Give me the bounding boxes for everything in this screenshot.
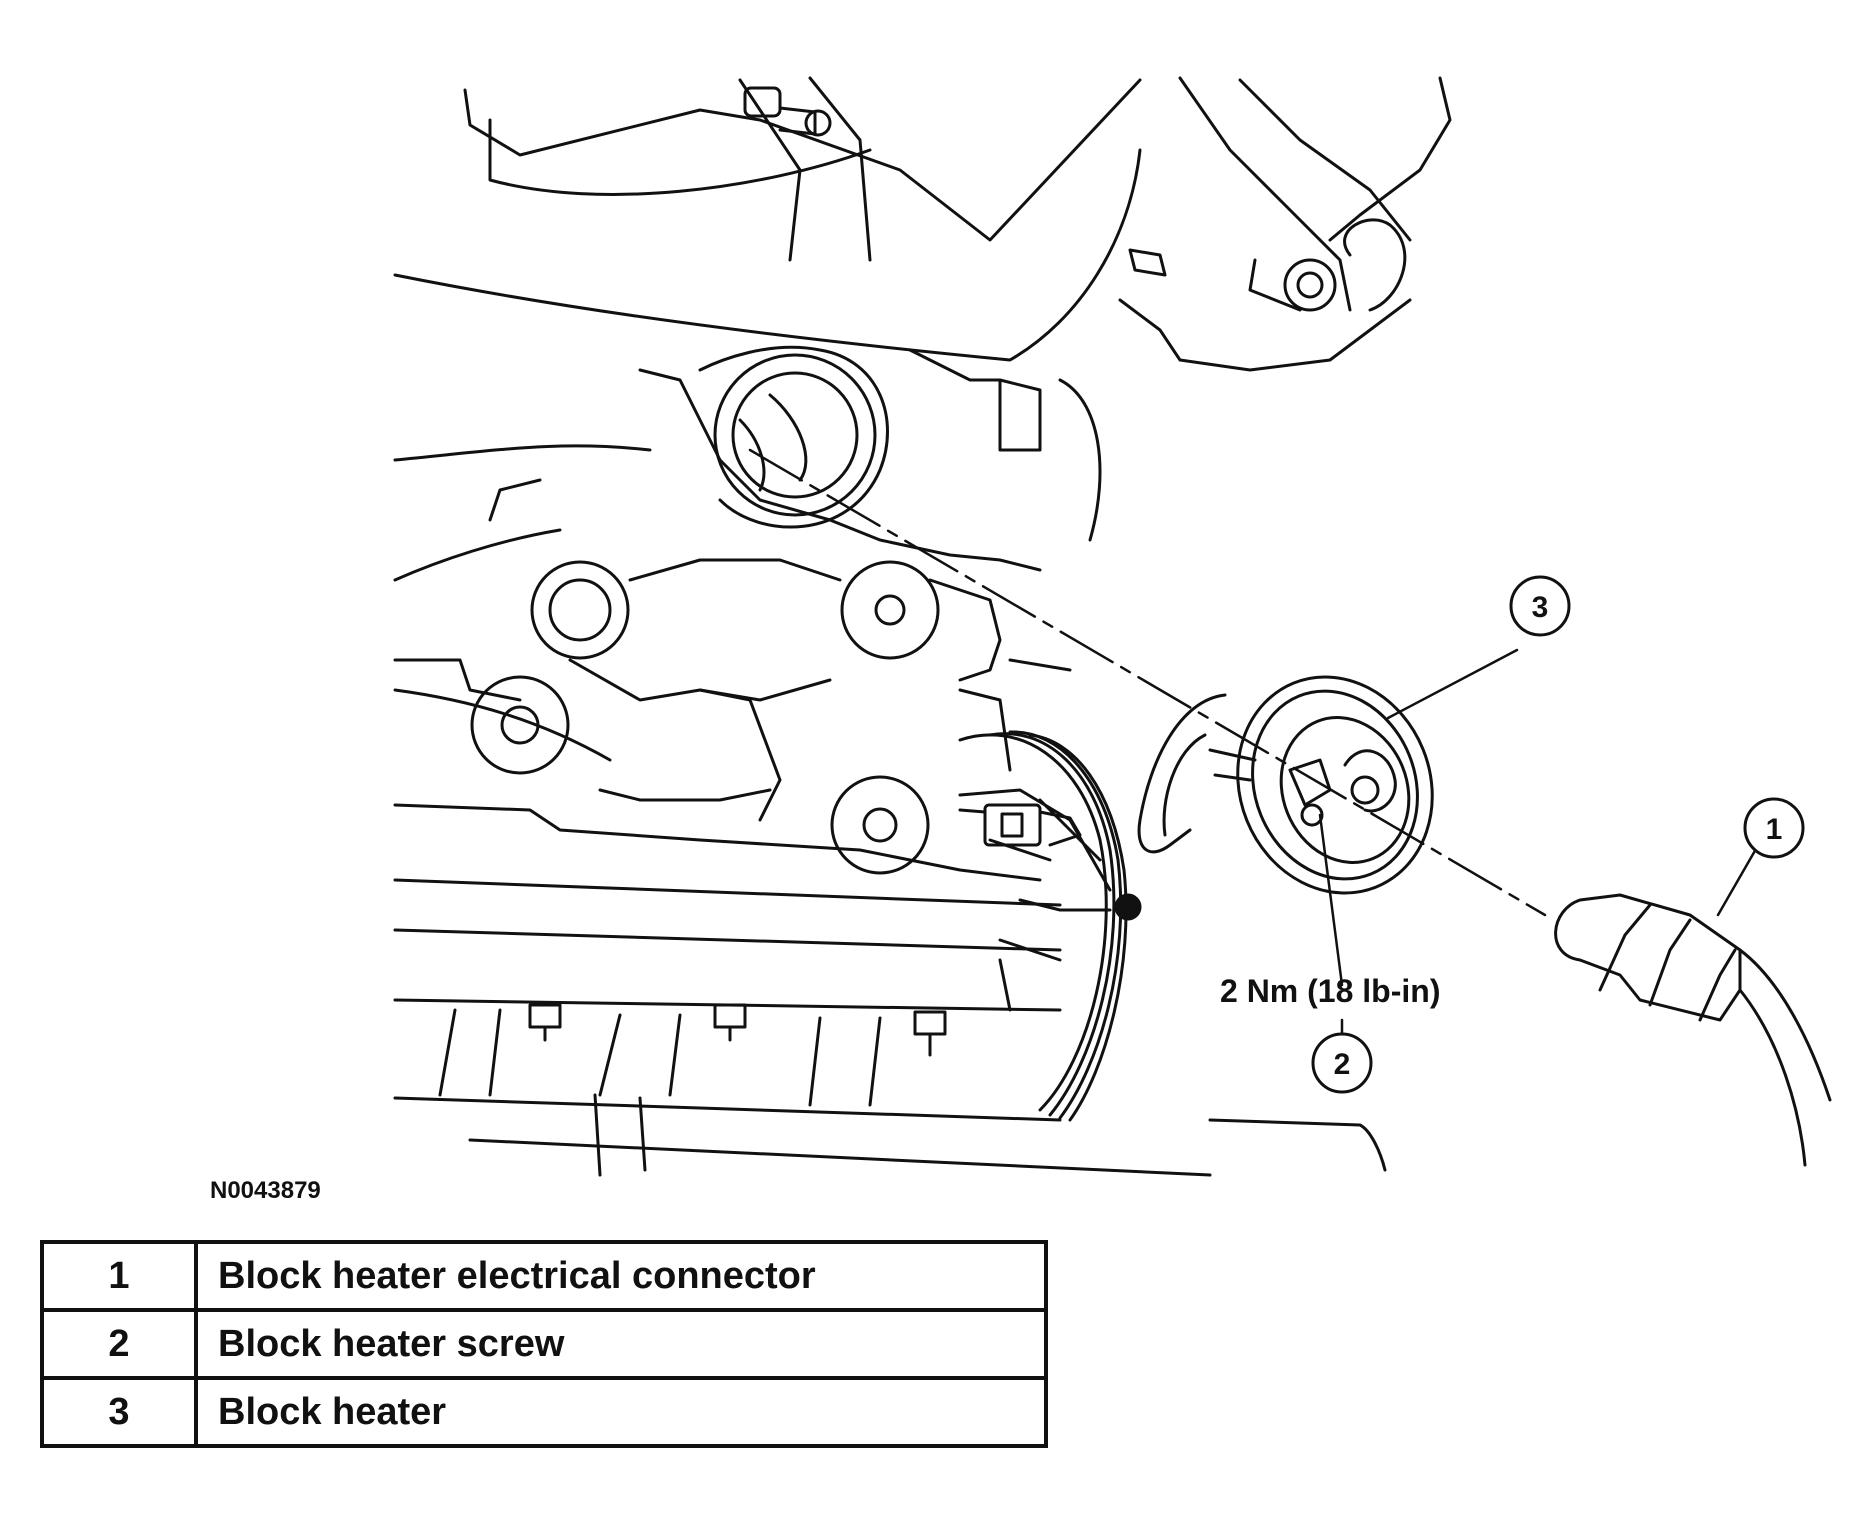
legend-table: 1 Block heater electrical connector 2 Bl… bbox=[40, 1240, 1048, 1448]
legend-number: 2 bbox=[40, 1308, 198, 1380]
heater-cord bbox=[1554, 893, 1832, 1167]
crankshaft-pulley bbox=[958, 730, 1142, 1122]
figure-id: N0043879 bbox=[210, 1177, 321, 1204]
engine-connector bbox=[958, 803, 1082, 847]
callout-1: 1 bbox=[1743, 797, 1805, 859]
assembly-axis bbox=[748, 448, 1547, 917]
svg-text:2: 2 bbox=[1334, 1048, 1351, 1081]
engine-block bbox=[393, 345, 1102, 875]
legend-row: 3 Block heater bbox=[40, 1376, 1048, 1448]
legend-description: Block heater screw bbox=[194, 1308, 1048, 1380]
callout-3: 3 bbox=[1509, 575, 1571, 637]
legend-description: Block heater electrical connector bbox=[194, 1240, 1048, 1312]
block-heater bbox=[1137, 675, 1434, 895]
leader-lines bbox=[1318, 648, 1762, 1036]
oil-pan bbox=[393, 803, 1387, 1177]
svg-text:3: 3 bbox=[1532, 591, 1549, 624]
torque-spec: 2 Nm (18 lb-in) bbox=[1220, 973, 1440, 1009]
legend-number: 1 bbox=[40, 1240, 198, 1312]
intake-manifold bbox=[393, 76, 1452, 372]
legend-row: 2 Block heater screw bbox=[40, 1308, 1048, 1380]
callout-2: 2 bbox=[1311, 1032, 1373, 1094]
svg-text:1: 1 bbox=[1766, 813, 1783, 846]
legend-row: 1 Block heater electrical connector bbox=[40, 1240, 1048, 1312]
legend-number: 3 bbox=[40, 1376, 198, 1448]
legend-description: Block heater bbox=[194, 1376, 1048, 1448]
